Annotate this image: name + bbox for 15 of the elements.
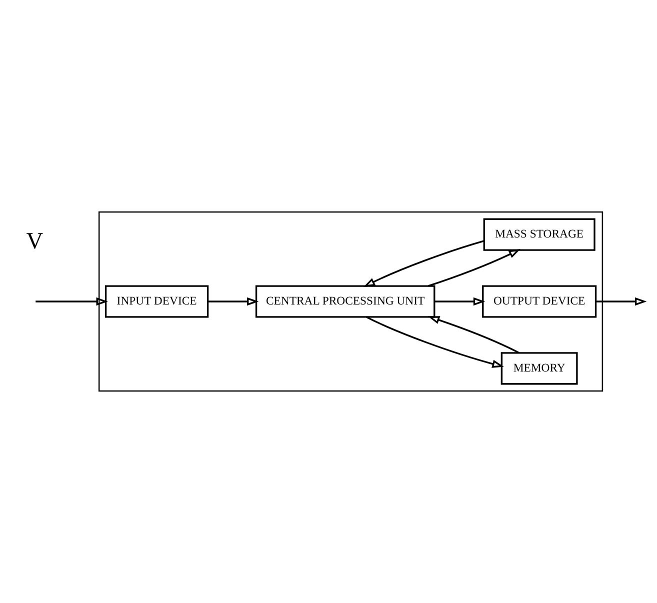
arrow — [428, 316, 520, 354]
node-box: OUTPUT DEVICE — [482, 285, 597, 318]
arrow — [366, 316, 504, 368]
arrow — [428, 249, 520, 287]
node-box: MEMORY — [500, 352, 578, 385]
cluster — [98, 211, 604, 392]
arrow — [36, 297, 108, 306]
arrow — [596, 297, 647, 306]
arrow — [208, 297, 259, 306]
arrow — [363, 240, 484, 288]
arrow — [434, 297, 486, 306]
node-box: INPUT DEVICE — [104, 285, 209, 318]
node-box: MASS STORAGE — [483, 218, 596, 251]
label: V — [26, 228, 44, 255]
node-box: CENTRAL PROCESSING UNIT — [255, 285, 436, 318]
